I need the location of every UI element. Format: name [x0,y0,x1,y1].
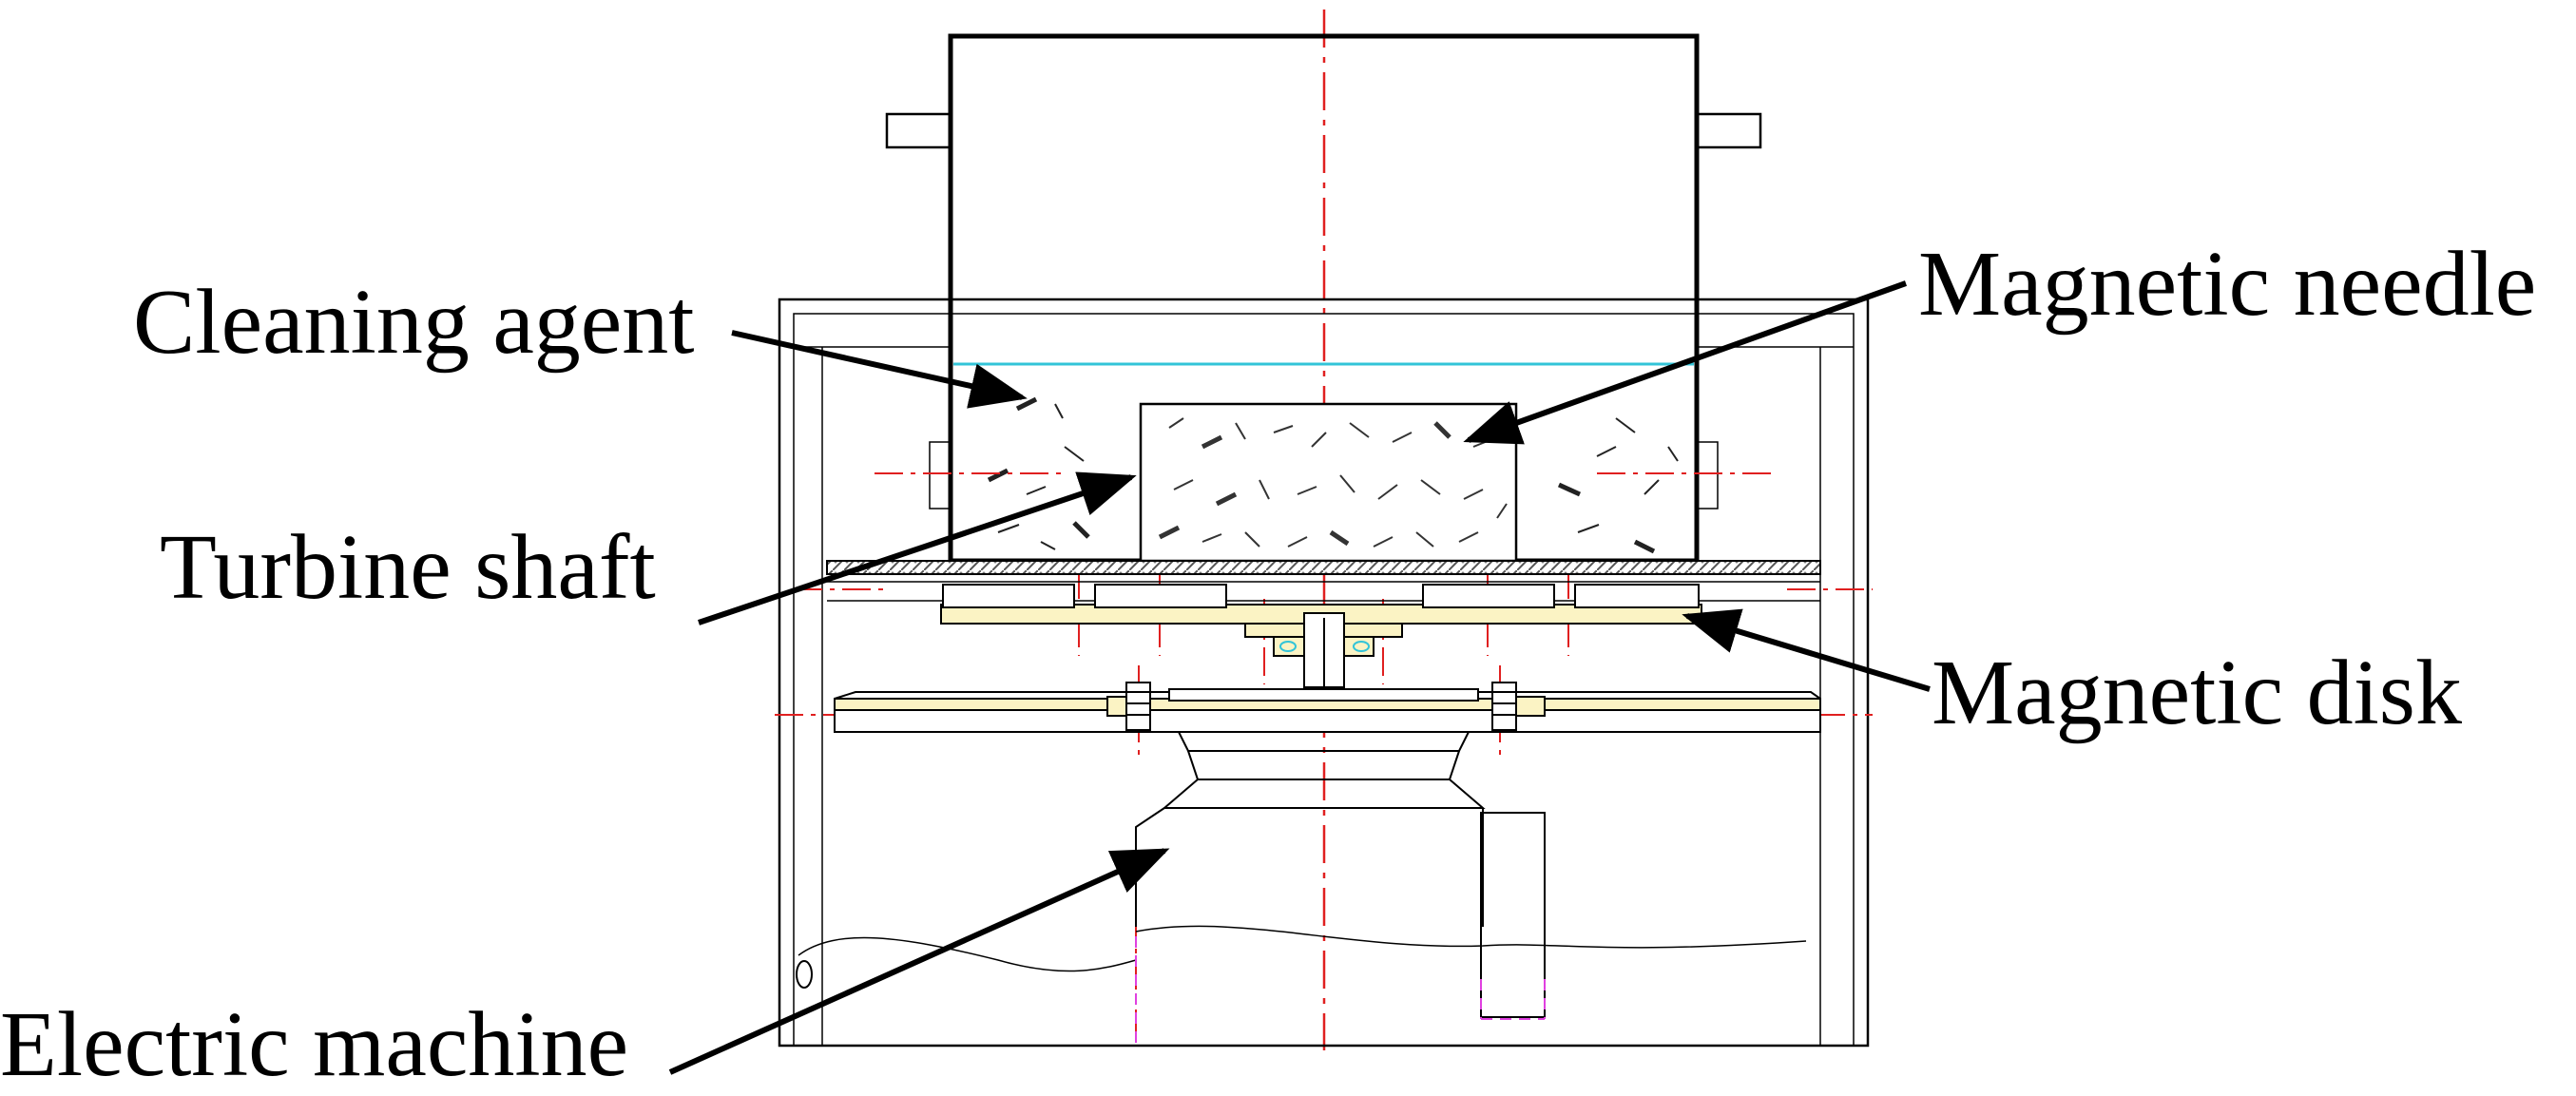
label-magnetic-needle: Magnetic needle [1918,233,2537,336]
leader-arrows [668,280,1931,1075]
magnetic-disk-assembly [940,584,1702,688]
label-cleaning-agent: Cleaning agent [133,271,695,374]
arrow-magnetic-disk [1682,608,1931,692]
label-electric-machine: Electric machine [0,993,629,1096]
label-turbine-shaft: Turbine shaft [160,516,656,619]
arrow-magnetic-needle [1463,280,1908,445]
label-magnetic-disk: Magnetic disk [1932,642,2462,744]
arrow-cleaning-agent [731,330,1028,409]
motor-guide-lines [1135,936,1546,1046]
housing-frame [778,298,1870,1048]
arrow-electric-machine [668,848,1170,1075]
electric-motor [796,731,1807,1018]
support-plate [826,560,1821,575]
turbine-shaft-block [1139,402,1518,563]
arrow-turbine-shaft [698,471,1137,625]
mounting-plate [834,682,1821,733]
